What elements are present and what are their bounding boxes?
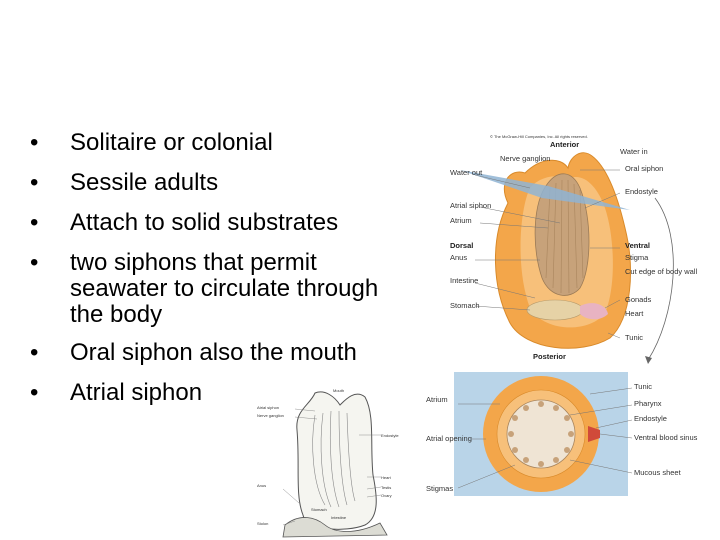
bullet-item: • Oral siphon also the mouth (28, 340, 408, 366)
sketch-testis-label: Testis (381, 485, 391, 490)
sketch-stolon-label: Stolon (257, 521, 268, 526)
bullet-dot: • (30, 169, 39, 196)
sketch-nerve-ganglion-label: Nerve ganglion (257, 413, 284, 418)
gonads-label: Gonads (625, 295, 652, 304)
tunic-label: Tunic (625, 333, 643, 342)
bullet-list: • Solitaire or colonial • Sessile adults •… (28, 130, 408, 420)
bullet-item: • Atrial siphon (28, 380, 408, 406)
section-arrow-head (645, 356, 652, 364)
tunicate-sketch-svg: Mouth Atrial siphon Nerve ganglion Endos… (257, 388, 399, 538)
intestine-label: Intestine (450, 276, 478, 285)
gonad-shape (580, 303, 608, 320)
bullet-text: Solitaire or colonial (70, 129, 273, 156)
oral-siphon-label: Oral siphon (625, 164, 663, 173)
tunicate-anatomy-svg: © The McGraw-Hill Companies, Inc. All ri… (450, 134, 697, 364)
sketch-ovary-label: Ovary (381, 493, 392, 498)
copyright-text: © The McGraw-Hill Companies, Inc. All ri… (490, 134, 588, 139)
atrial-siphon-label: Atrial siphon (450, 201, 491, 210)
bullet-dot: • (30, 209, 39, 236)
sketch-base (282, 517, 388, 538)
water-in-label: Water in (620, 147, 648, 156)
bullet-text: Atrial siphon (70, 379, 203, 406)
tunicate-anatomy-figure: © The McGraw-Hill Companies, Inc. All ri… (420, 128, 720, 368)
sketch-endostyle-label: Endostyle (381, 433, 399, 438)
ventral-label: Ventral (625, 241, 650, 250)
section-mucous-sheet-label: Mucous sheet (634, 468, 682, 477)
stomach-label: Stomach (450, 301, 480, 310)
section-stigmas-label: Stigmas (426, 484, 453, 493)
section-atrium-label: Atrium (426, 395, 448, 404)
section-endostyle-label: Endostyle (634, 414, 667, 423)
sketch-intestine-label: Intestine (331, 515, 347, 520)
pharynx-shape (534, 173, 590, 296)
section-pharynx-label: Pharynx (634, 399, 662, 408)
bullet-dot: • (30, 249, 39, 276)
anus-label: Anus (450, 253, 467, 262)
atrium-label: Atrium (450, 216, 472, 225)
cross-section-figure: Atrium Atrial opening Stigmas Tunic Phar… (420, 370, 720, 500)
sketch-leader-lines (282, 408, 382, 526)
tunicate-sketch-figure: Mouth Atrial siphon Nerve ganglion Endos… (255, 385, 420, 540)
bullet-item: • Attach to solid substrates (28, 210, 408, 236)
sketch-mouth-label: Mouth (333, 388, 344, 393)
stigma-label: Stigma (625, 253, 649, 262)
bullet-item: • Sessile adults (28, 170, 408, 196)
section-pharynx (506, 399, 576, 469)
anterior-label: Anterior (550, 140, 579, 149)
sketch-heart-label: Heart (381, 475, 392, 480)
cut-edge-label: Cut edge of body wall (625, 267, 697, 276)
dorsal-label: Dorsal (450, 241, 473, 250)
leader-lines (474, 169, 621, 339)
bullet-dot: • (30, 379, 39, 406)
bullet-text: Sessile adults (70, 169, 219, 196)
bullet-dot: • (30, 129, 39, 156)
bullet-dot: • (30, 339, 39, 366)
heart-label: Heart (625, 309, 644, 318)
cut-plane (460, 170, 630, 210)
endostyle-shape (588, 426, 600, 442)
section-ventral-sinus-label: Ventral blood sinus (634, 433, 698, 442)
bullet-text: Oral siphon also the mouth (70, 339, 357, 366)
bullet-text: two siphons that permit seawater to circ… (70, 249, 379, 328)
water-out-label: Water out (450, 168, 483, 177)
stomach-shape (526, 299, 584, 321)
nerve-ganglion-label: Nerve ganglion (500, 154, 550, 163)
endostyle-label: Endostyle (625, 187, 658, 196)
sketch-anus-label: Anus (257, 483, 266, 488)
sketch-atrial-siphon-label: Atrial siphon (257, 405, 279, 410)
section-arrow (647, 197, 674, 361)
section-leader-lines (457, 387, 633, 489)
sketch-stomach-label: Stomach (311, 507, 327, 512)
sketch-outline (296, 391, 377, 530)
bullet-item: • two siphons that permit seawater to cir… (28, 250, 408, 328)
posterior-label: Posterior (533, 352, 566, 361)
cross-section-svg: Atrium Atrial opening Stigmas Tunic Phar… (426, 372, 698, 496)
sketch-pharynx-lines (312, 410, 356, 508)
bullet-item: • Solitaire or colonial (28, 130, 408, 156)
stigma-dots (508, 401, 574, 467)
section-tunic-label: Tunic (634, 382, 652, 391)
bullet-text: Attach to solid substrates (70, 209, 339, 236)
section-atrial-opening-label: Atrial opening (426, 434, 472, 443)
